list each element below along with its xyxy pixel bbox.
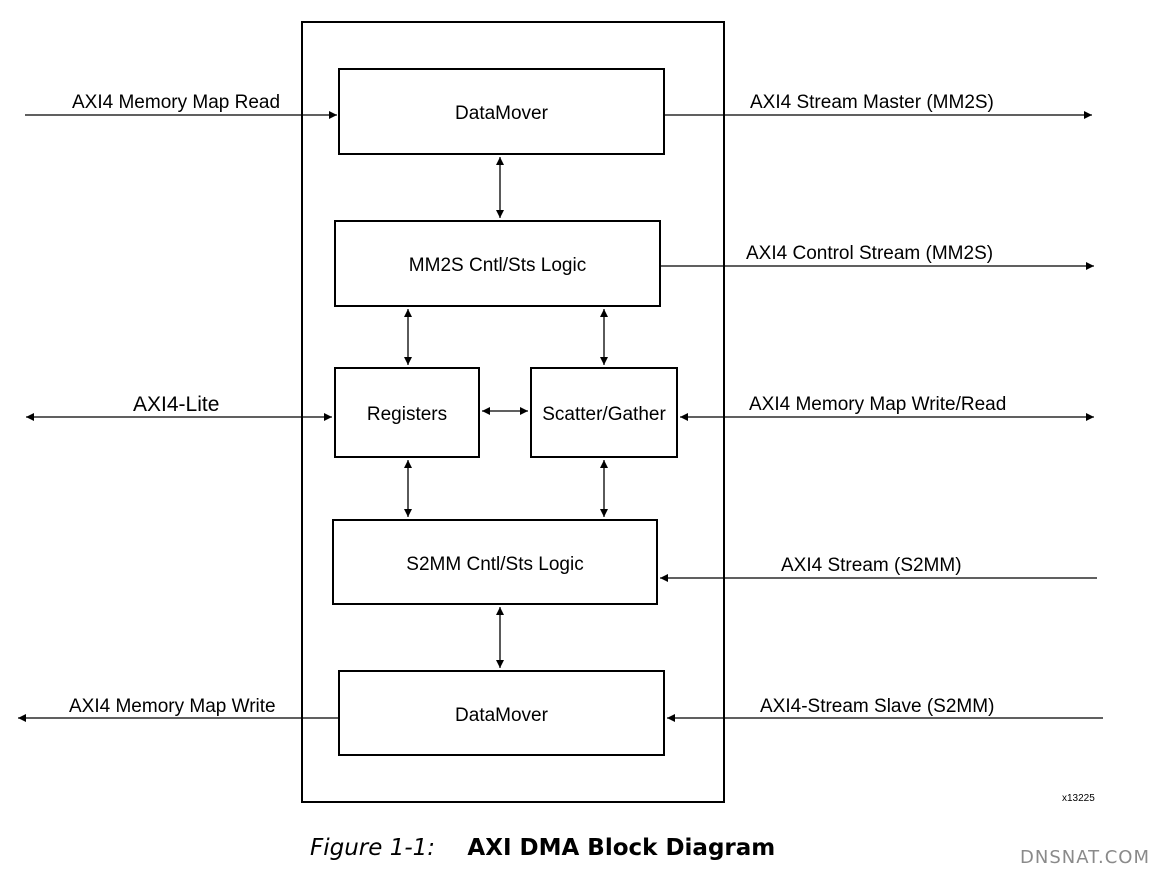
scatter-gather-label: Scatter/Gather — [542, 404, 666, 425]
mm2s-logic-block: MM2S Cntl/Sts Logic — [334, 220, 661, 307]
label-stream-s2mm: AXI4 Stream (S2MM) — [781, 555, 962, 576]
figure-title: AXI DMA Block Diagram — [467, 835, 776, 861]
label-mm-write: AXI4 Memory Map Write — [69, 696, 276, 717]
datamover-top-block: DataMover — [338, 68, 665, 155]
datamover-top-label: DataMover — [455, 103, 549, 124]
label-mm-read: AXI4 Memory Map Read — [72, 92, 280, 113]
watermark: DNSNAT.COM — [1020, 847, 1150, 868]
figure-number: Figure 1-1: — [310, 835, 436, 861]
scatter-gather-block: Scatter/Gather — [530, 367, 678, 458]
s2mm-logic-label: S2MM Cntl/Sts Logic — [406, 554, 583, 575]
label-axi4-lite: AXI4-Lite — [133, 393, 219, 416]
label-control-stream-mm2s: AXI4 Control Stream (MM2S) — [746, 243, 993, 264]
axi-dma-core-boundary — [301, 21, 725, 803]
registers-block: Registers — [334, 367, 480, 458]
datamover-bottom-block: DataMover — [338, 670, 665, 756]
datamover-bottom-label: DataMover — [455, 705, 549, 726]
mm2s-logic-label: MM2S Cntl/Sts Logic — [409, 255, 586, 276]
s2mm-logic-block: S2MM Cntl/Sts Logic — [332, 519, 658, 605]
label-stream-master-mm2s: AXI4 Stream Master (MM2S) — [750, 92, 994, 113]
registers-label: Registers — [367, 404, 447, 425]
figure-caption: Figure 1-1: AXI DMA Block Diagram — [310, 834, 775, 861]
label-stream-slave-s2mm: AXI4-Stream Slave (S2MM) — [760, 696, 994, 717]
label-mm-write-read: AXI4 Memory Map Write/Read — [749, 394, 1006, 415]
figure-ref-id: x13225 — [1062, 793, 1095, 804]
